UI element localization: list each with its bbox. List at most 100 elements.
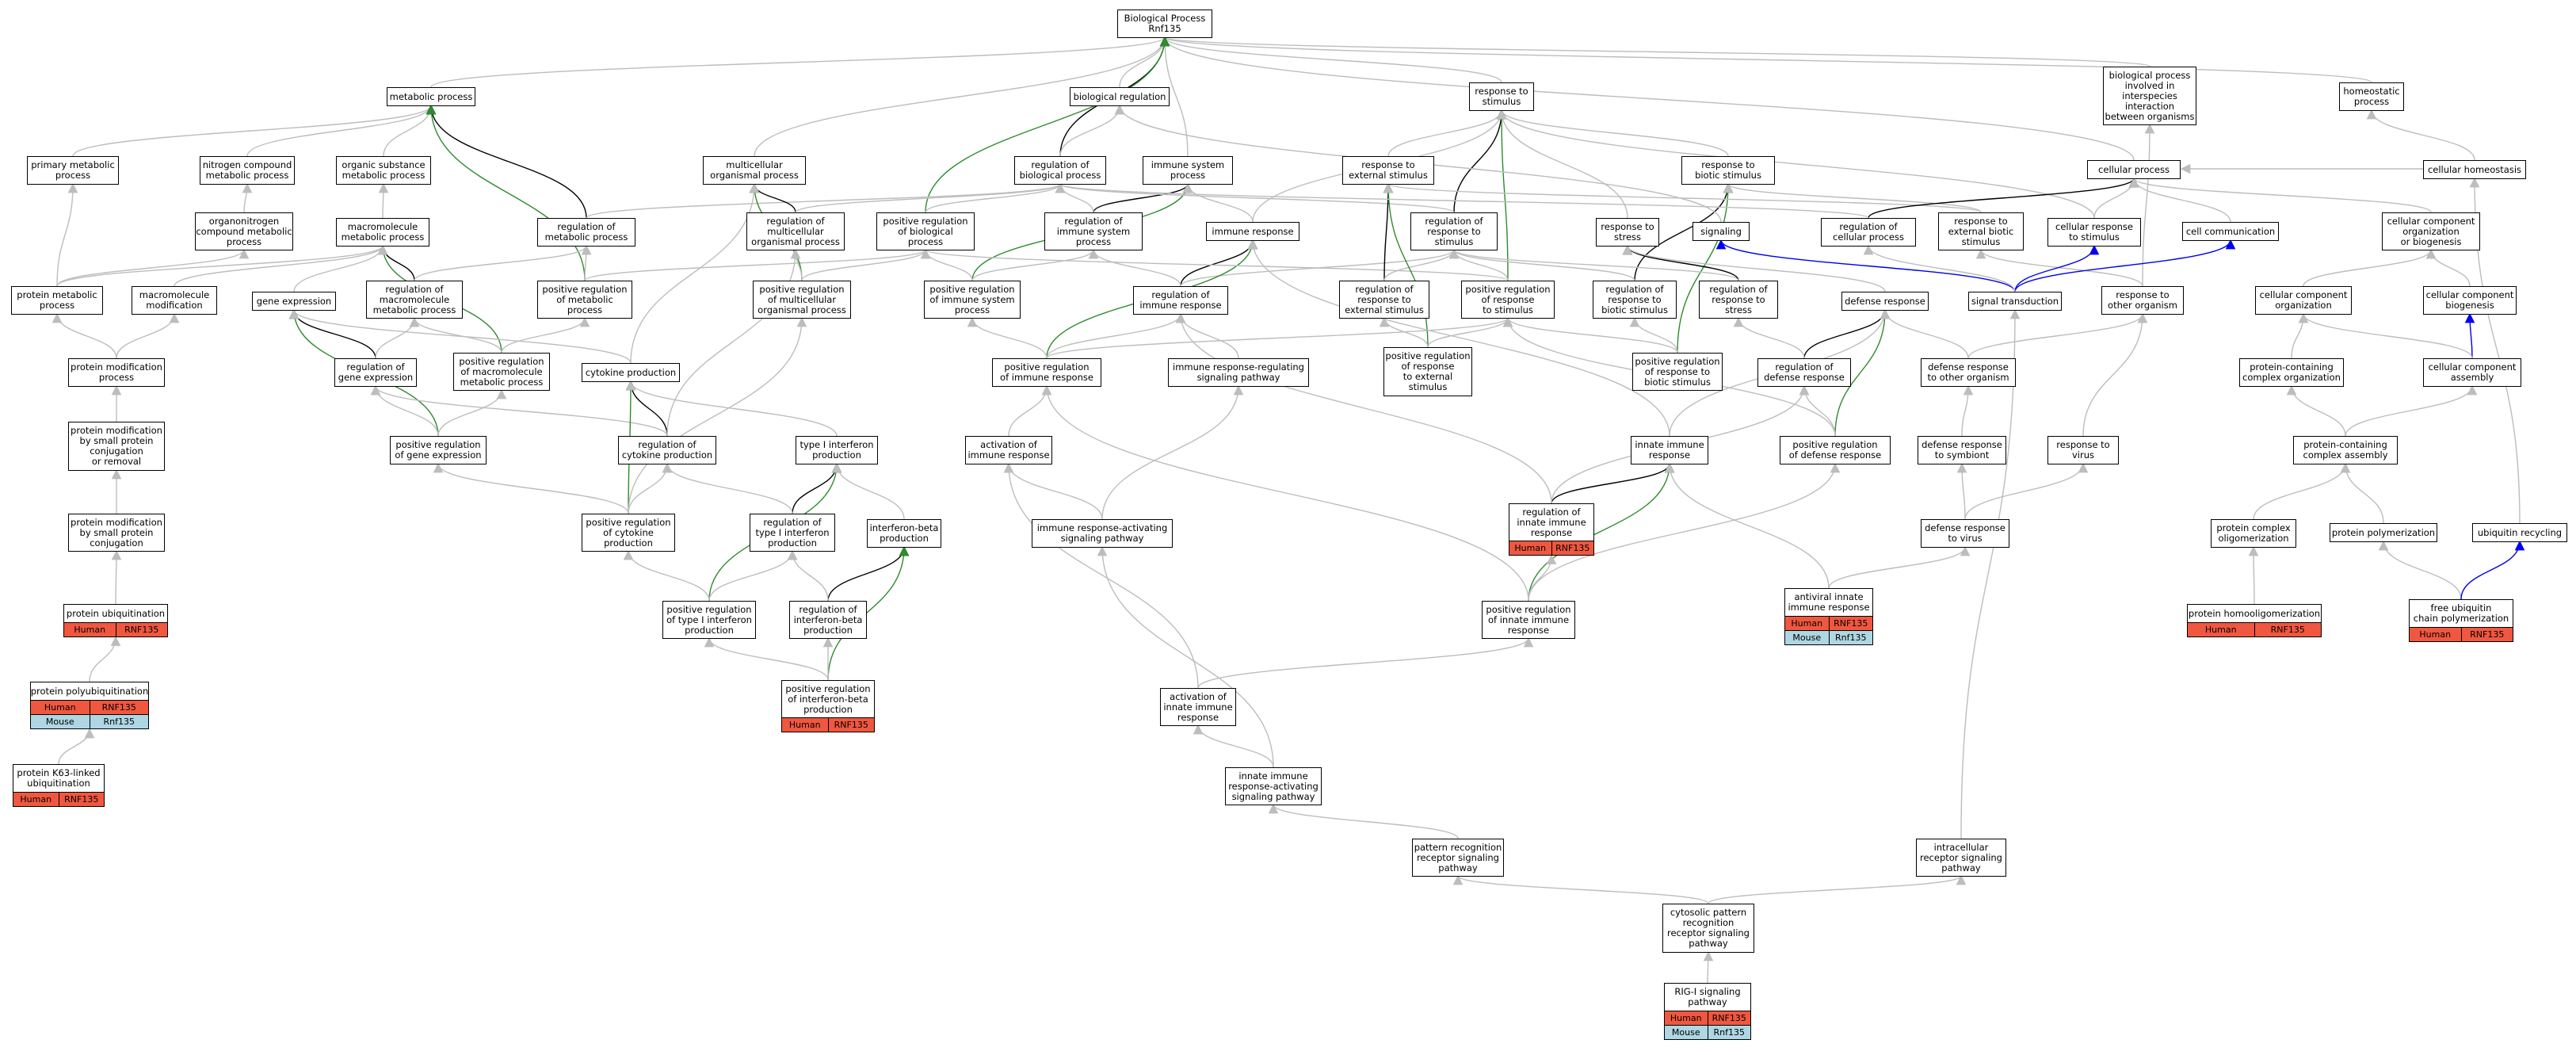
go-term-cell-comm[interactable]: cell communication [2182,222,2279,241]
term-label-line: regulation of [1775,361,1834,373]
go-term-metproc[interactable]: metabolic process [387,87,475,106]
go-term-ubiq-recycling[interactable]: ubiquitin recycling [2472,523,2567,542]
go-term-cell-homeo[interactable]: cellular homeostasis [2423,160,2526,179]
go-term-defense[interactable]: defense response [1841,292,1929,311]
go-term-gene-expr[interactable]: gene expression [252,292,336,311]
go-term-immune-resp[interactable]: immune response [1206,222,1299,241]
term-label-line: production [803,703,853,715]
edge-reg_resp_stim-to-reg_bio [1055,182,1455,213]
go-term-cytokine[interactable]: cytokine production [582,363,680,382]
go-term-signaling[interactable]: signaling [1693,222,1750,241]
go-term-cellular[interactable]: cellular process [2087,160,2181,179]
go-term-prot-polymer[interactable]: protein polymerization [2330,523,2437,542]
term-label-line: protein modification [71,516,162,528]
go-term-bioreg[interactable]: biological regulation [1070,87,1170,106]
go-term-signal-trans[interactable]: signal transduction [1968,292,2062,311]
